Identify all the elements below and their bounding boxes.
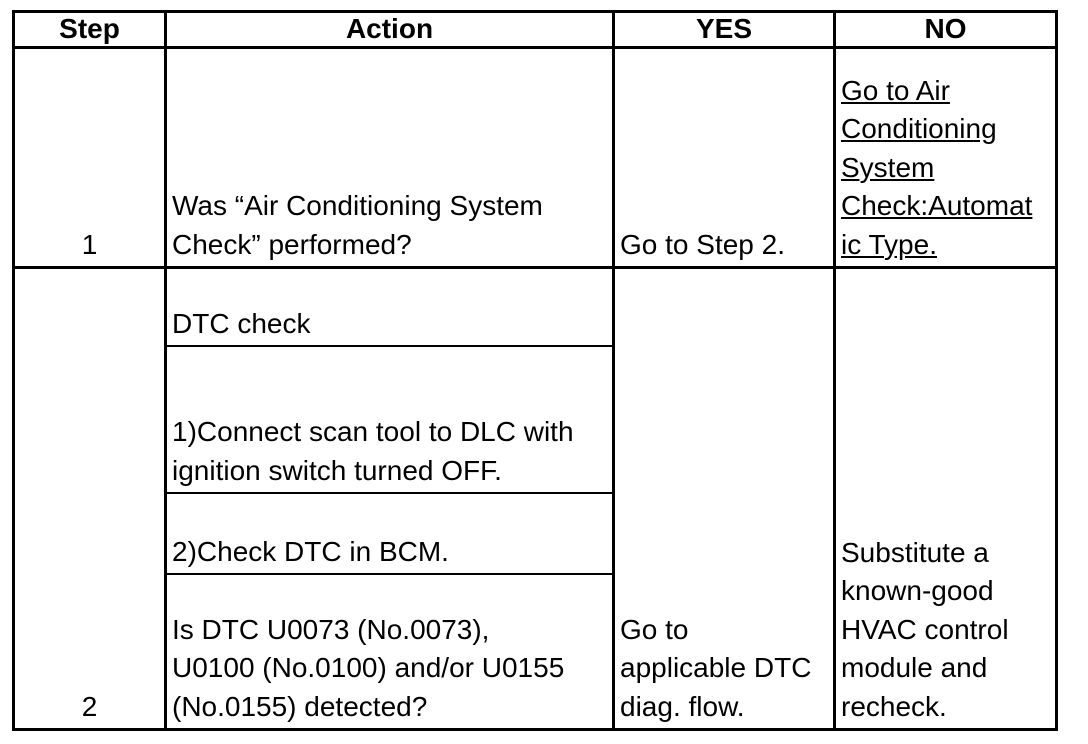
action-question: Was “Air Conditioning System Check” perf… — [172, 190, 543, 260]
step-number: 1 — [15, 49, 164, 266]
column-divider — [164, 10, 167, 731]
no-cell: Go to Air Conditioning System Check:Auto… — [833, 49, 1055, 266]
action-instruction: 2)Check DTC in BCM. — [172, 535, 449, 567]
action-subcell: 2)Check DTC in BCM. — [164, 494, 612, 573]
header-action: Action — [345, 13, 434, 45]
yes-cell: Go to Step 2. — [612, 49, 833, 266]
column-divider — [612, 10, 615, 731]
action-subdivider — [164, 345, 615, 347]
action-subcell: DTC check — [164, 269, 612, 345]
action-subdivider — [164, 573, 615, 575]
table-border-top — [12, 10, 1058, 13]
yes-text: Go to Step 2. — [620, 228, 785, 260]
row-divider — [12, 266, 1058, 269]
header-divider — [12, 46, 1058, 49]
table-border-right — [1055, 10, 1058, 731]
step-2-label: 2 — [81, 690, 98, 722]
action-question: Is DTC U0073 (No.0073), U0100 (No.0100) … — [172, 613, 565, 722]
no-text: Substitute a known-good HVAC control mod… — [841, 536, 1009, 722]
step-1-label: 1 — [81, 228, 98, 260]
action-instruction: 1)Connect scan tool to DLC with ignition… — [172, 416, 574, 486]
no-cell: Substitute a known-good HVAC control mod… — [833, 269, 1055, 728]
ac-system-check-link[interactable]: Go to Air Conditioning System Check:Auto… — [841, 74, 1033, 260]
action-subcell: Is DTC U0073 (No.0073), U0100 (No.0100) … — [164, 575, 612, 728]
header-no: NO — [924, 13, 967, 45]
table-border-bottom — [12, 728, 1058, 731]
column-divider — [833, 10, 836, 731]
action-subcell: 1)Connect scan tool to DLC with ignition… — [164, 347, 612, 492]
action-title: DTC check — [172, 307, 311, 339]
yes-cell: Go to applicable DTC diag. flow. — [612, 269, 833, 728]
header-yes: YES — [695, 13, 753, 45]
action-subdivider — [164, 492, 615, 494]
table-border-left — [12, 10, 15, 731]
step-number: 2 — [15, 269, 164, 728]
header-step: Step — [59, 13, 120, 45]
action-cell: Was “Air Conditioning System Check” perf… — [164, 49, 612, 266]
yes-text: Go to applicable DTC diag. flow. — [620, 613, 812, 722]
